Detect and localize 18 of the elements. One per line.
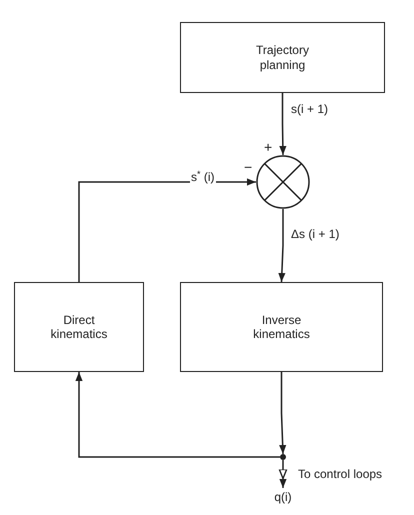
- box-label: Trajectory planning: [255, 43, 310, 72]
- arrow: [278, 209, 286, 282]
- box-label: Direct kinematics: [50, 312, 108, 342]
- output-label: q(i): [266, 488, 300, 506]
- arrow: [279, 372, 286, 454]
- process-box: [180, 22, 385, 93]
- sign-label: +: [264, 140, 272, 154]
- sign-label: −: [244, 160, 252, 174]
- output-note: To control loops: [298, 466, 382, 483]
- process-box: [14, 282, 144, 372]
- arrow: [78, 178, 256, 282]
- summing-junction: [256, 155, 310, 209]
- process-box: [180, 282, 383, 372]
- box-label: Inverse kinematics: [252, 312, 311, 342]
- arrow: [278, 460, 288, 488]
- arrow: [75, 372, 280, 458]
- arrow: [279, 93, 286, 156]
- edge-label: s$^{*}$ (i): [190, 168, 216, 186]
